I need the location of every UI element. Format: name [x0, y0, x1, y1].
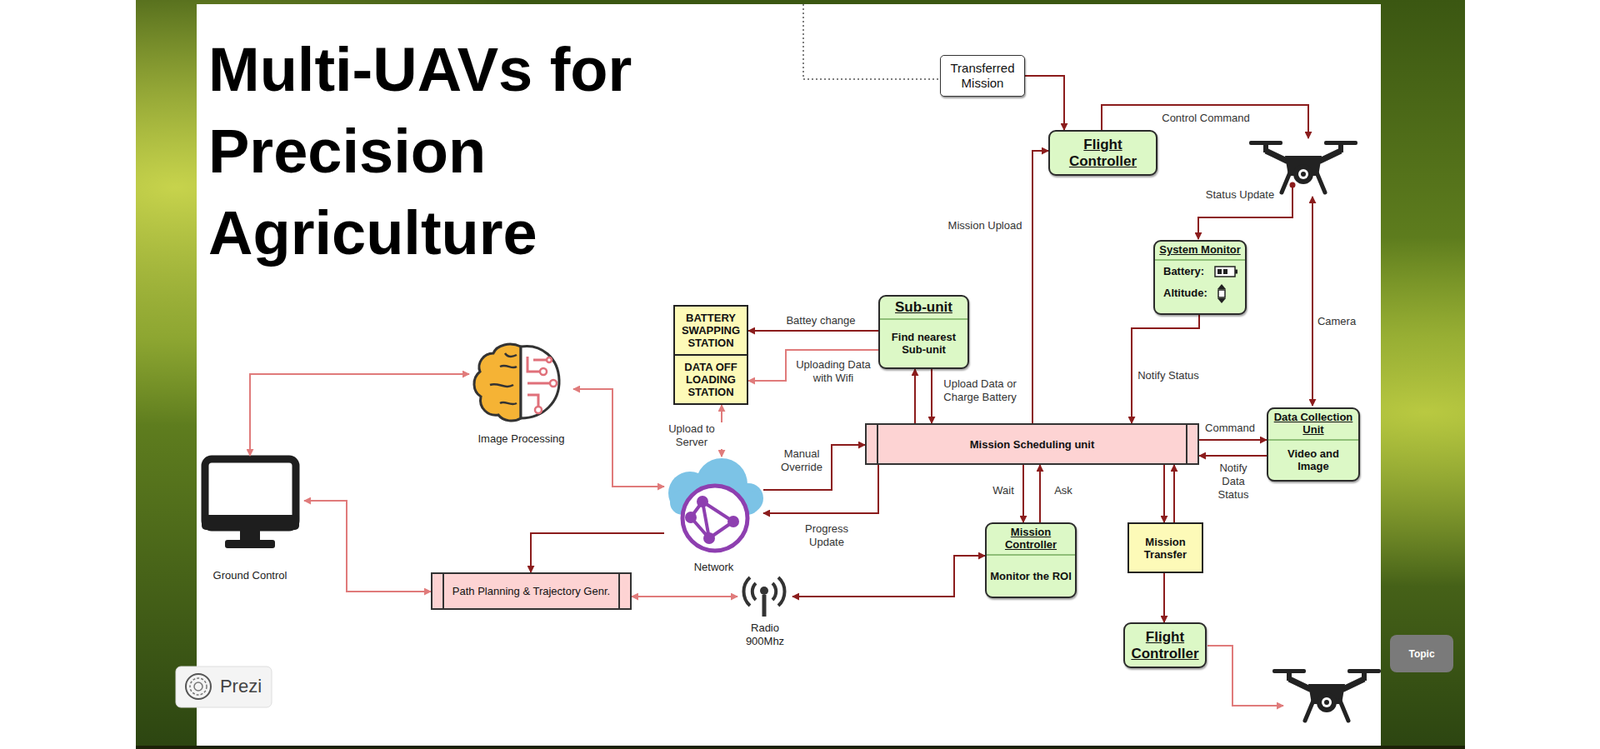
mission-box: Transferred Mission — [940, 55, 1025, 97]
edge-label: Progress Update — [799, 522, 855, 550]
connector-arrow — [573, 389, 665, 487]
node-text: Sub-unit — [880, 296, 968, 320]
monitor-icon — [201, 459, 300, 549]
process-band: Path Planning & Trajectory Genr. — [430, 572, 632, 610]
process-band: Mission Scheduling unit — [865, 423, 1200, 465]
radio-antenna-icon — [743, 577, 785, 617]
connector-arrow — [1199, 439, 1267, 441]
connector-arrow — [1022, 465, 1025, 523]
node-text: Find nearest Sub-unit — [880, 320, 968, 368]
edge-label: Upload to Server — [660, 422, 723, 450]
node-text: Mission Scheduling unit — [866, 438, 1198, 451]
transfer-box: Mission Transfer — [1127, 522, 1204, 574]
connector-arrow — [530, 533, 665, 573]
station-box: BATTERY SWAPPING STATION — [673, 305, 749, 356]
background-strip — [135, 745, 1465, 749]
edge-label: Command — [1203, 421, 1257, 435]
icon-node: Radio 900Mhz — [737, 575, 793, 649]
node-text: Flight Controller — [1050, 134, 1156, 172]
node-text: Altitude: — [1155, 282, 1245, 305]
dotted-link — [803, 4, 939, 80]
connector-arrow — [1199, 455, 1267, 457]
node-text: System Monitor — [1155, 241, 1245, 261]
connector-arrow — [1173, 465, 1175, 523]
collection-box: Data Collection UnitVideo and Image — [1266, 407, 1360, 482]
edge-label: Wait — [990, 484, 1016, 498]
node-text: Data Collection Unit — [1268, 409, 1359, 441]
node-text: Image Processing — [469, 432, 574, 446]
control-wire — [1207, 645, 1284, 706]
cloud-network-icon — [668, 458, 764, 551]
edge-label: Upload Data or Charge Battery — [936, 377, 1024, 405]
connector-arrow — [304, 500, 431, 592]
watermark: Prezi — [220, 675, 262, 698]
controller-box: Flight Controller — [1123, 622, 1207, 669]
node-text: Path Planning & Trajectory Genr. — [432, 585, 630, 598]
connector-arrow — [1163, 573, 1165, 623]
slide-title: Multi-UAVs for Precision Agriculture — [208, 29, 675, 275]
node-text: BATTERY SWAPPING STATION — [675, 310, 747, 351]
connector-arrow — [250, 374, 470, 456]
edge-label: Mission Upload — [946, 219, 1025, 233]
edge-label: Battey change — [784, 314, 857, 328]
node-text: Mission Transfer — [1129, 534, 1202, 563]
node-text: Network — [664, 560, 764, 575]
subunit-box: Sub-unitFind nearest Sub-unit — [878, 295, 970, 370]
edge-label: Manual Override — [775, 447, 829, 475]
connector-arrow — [1039, 465, 1041, 523]
connector-arrow — [914, 369, 916, 424]
node-text: Transferred Mission — [940, 57, 1025, 95]
connector-arrow — [1163, 465, 1165, 523]
connector-arrow — [748, 330, 879, 332]
annotation-label: Camera — [1315, 315, 1358, 329]
icon-node: Network — [664, 456, 764, 575]
monitor-box: System MonitorBattery:Altitude: — [1153, 240, 1247, 315]
icon-node: Image Processing — [469, 344, 574, 446]
prezi-badge — [175, 666, 272, 708]
node-text: Monitor the ROI — [986, 555, 1075, 597]
button-label: Topic — [1408, 648, 1435, 660]
edge-label: Uploading Data with Wifi — [790, 358, 877, 385]
node-text: Video and Image — [1268, 440, 1359, 480]
connector-arrow — [631, 595, 738, 598]
node-text: Flight Controller — [1125, 626, 1205, 665]
camera-wire — [1311, 196, 1314, 406]
edge-label: Ask — [1052, 484, 1075, 498]
battery-icon — [1215, 266, 1238, 277]
connector-arrow — [792, 555, 985, 597]
connector-arrow — [1032, 150, 1049, 424]
edge-label: Notify Data Status — [1210, 461, 1256, 502]
node-text: Mission Controller — [986, 524, 1075, 556]
connector-arrow — [763, 445, 865, 490]
junction-dot — [1290, 182, 1296, 189]
node-text: DATA OFF LOADING STATION — [675, 359, 747, 400]
annotation-label: Control Command — [1160, 111, 1252, 125]
brain-icon — [474, 344, 560, 421]
node-text: Battery: — [1155, 260, 1245, 283]
controller-box: Mission ControllerMonitor the ROI — [985, 522, 1077, 599]
node-text: Ground Control — [195, 569, 305, 583]
icon-node: Ground Control — [195, 455, 305, 583]
drone-icon — [1249, 140, 1358, 193]
connector-arrow — [1025, 75, 1065, 130]
topic-button — [1390, 635, 1454, 673]
annotation-label: Status Update — [1204, 188, 1276, 202]
controller-box: Flight Controller — [1048, 130, 1158, 176]
edge-label: Notify Status — [1135, 369, 1201, 383]
station-box: DATA OFF LOADING STATION — [673, 354, 749, 405]
connector-arrow — [930, 369, 933, 424]
drone-icon — [1272, 669, 1381, 721]
node-text: Radio 900Mhz — [737, 621, 793, 649]
altitude-icon — [1217, 284, 1226, 304]
status-wire — [1198, 185, 1293, 240]
